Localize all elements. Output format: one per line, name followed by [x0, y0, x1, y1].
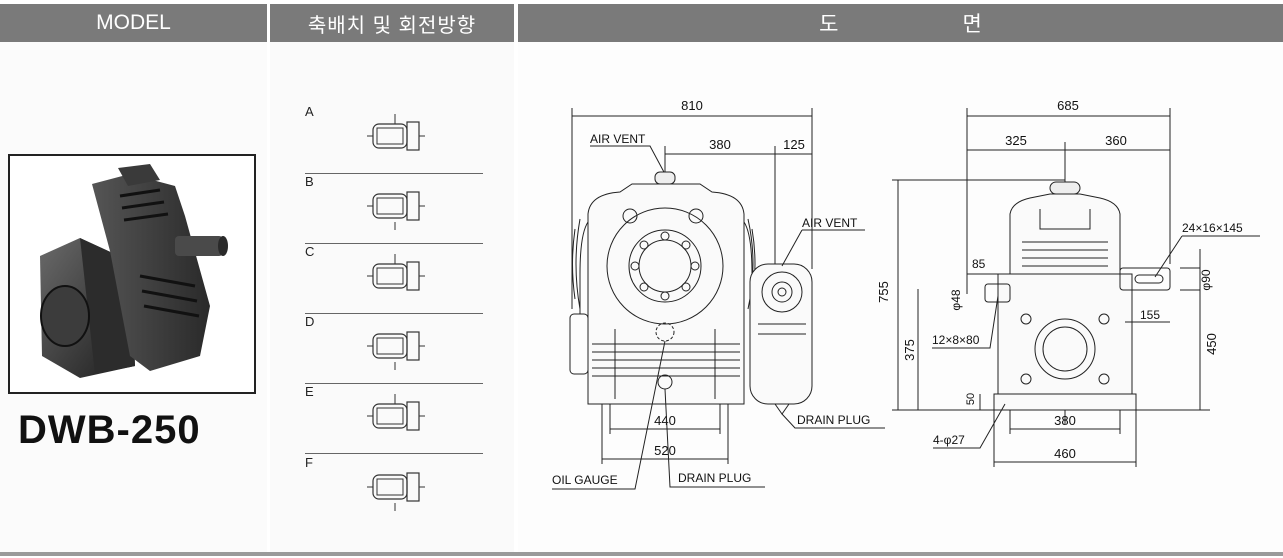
- orientation-diagram-icon: [367, 472, 425, 511]
- orientation-diagram-icon: [367, 191, 425, 230]
- header-drawing-label-2: 면: [962, 13, 982, 36]
- product-photo: [8, 154, 256, 394]
- orientation-divider: [305, 243, 483, 244]
- orientation-label: C: [305, 244, 315, 259]
- orientation-row: B: [305, 174, 483, 244]
- dim-85: 85: [972, 257, 986, 271]
- orientation-label: A: [305, 104, 314, 119]
- label-air-vent-side: AIR VENT: [802, 216, 858, 230]
- header-arrangement-label: 축배치 및 회전방향: [307, 14, 477, 37]
- orientation-diagram-icon: [367, 394, 425, 431]
- orientation-row: C: [305, 244, 483, 314]
- header-model-label: MODEL: [96, 11, 171, 34]
- dim-685: 685: [1057, 98, 1079, 113]
- dim-755: 755: [876, 281, 891, 303]
- key-24x16x145: 24×16×145: [1182, 221, 1243, 235]
- orientation-divider: [305, 173, 483, 174]
- header-drawing-label-1: 도: [819, 13, 839, 36]
- engineering-drawing: 810 380 125 AIR VENT: [552, 98, 1260, 490]
- dim-380-side: 380: [1054, 413, 1076, 428]
- label-oil-gauge: OIL GAUGE: [552, 473, 618, 487]
- orientation-label: D: [305, 314, 315, 329]
- dia-90: φ90: [1199, 269, 1213, 290]
- header-model: MODEL: [0, 4, 267, 42]
- model-name: DWB-250: [18, 408, 201, 452]
- orientation-row: F: [305, 455, 483, 525]
- dim-460: 460: [1054, 446, 1076, 461]
- holes-4-phi-27: 4-φ27: [933, 433, 965, 447]
- gear-reducer-illustration: [40, 164, 228, 378]
- dim-360: 360: [1105, 133, 1127, 148]
- orientation-row: D: [305, 314, 483, 384]
- side-view: 685 325 360 755 375 450: [876, 98, 1260, 467]
- orientation-diagram-icon: [367, 331, 425, 370]
- label-drain-plug-side: DRAIN PLUG: [797, 413, 870, 427]
- dia-48: φ48: [949, 289, 963, 310]
- dim-125: 125: [783, 137, 805, 152]
- key-12x8x80: 12×8×80: [932, 333, 980, 347]
- orientation-divider: [305, 383, 483, 384]
- orientation-label: F: [305, 455, 313, 470]
- dim-325: 325: [1005, 133, 1027, 148]
- dim-155: 155: [1140, 308, 1160, 322]
- orientation-diagram-icon: [367, 254, 425, 291]
- label-air-vent-top: AIR VENT: [590, 132, 646, 146]
- label-drain-plug-bottom: DRAIN PLUG: [678, 471, 751, 485]
- bottom-divider: [0, 552, 1283, 556]
- arrangement-column: [270, 42, 514, 552]
- dim-810: 810: [681, 98, 703, 113]
- dim-375: 375: [902, 339, 917, 361]
- dim-450: 450: [1204, 333, 1219, 355]
- header-drawing: 도 면: [518, 4, 1283, 42]
- orientation-label: E: [305, 384, 314, 399]
- orientation-diagram-icon: [367, 114, 425, 151]
- dim-440: 440: [654, 413, 676, 428]
- orientation-row: E: [305, 384, 483, 454]
- bolt-circle: [630, 231, 700, 301]
- dim-50: 50: [965, 393, 977, 405]
- dim-380-front: 380: [709, 137, 731, 152]
- header-arrangement: 축배치 및 회전방향: [270, 4, 514, 42]
- front-view: 810 380 125 AIR VENT: [552, 98, 885, 490]
- dim-520: 520: [654, 443, 676, 458]
- orientation-divider: [305, 453, 483, 454]
- orientation-label: B: [305, 174, 314, 189]
- orientation-row: A: [305, 104, 483, 174]
- orientation-divider: [305, 313, 483, 314]
